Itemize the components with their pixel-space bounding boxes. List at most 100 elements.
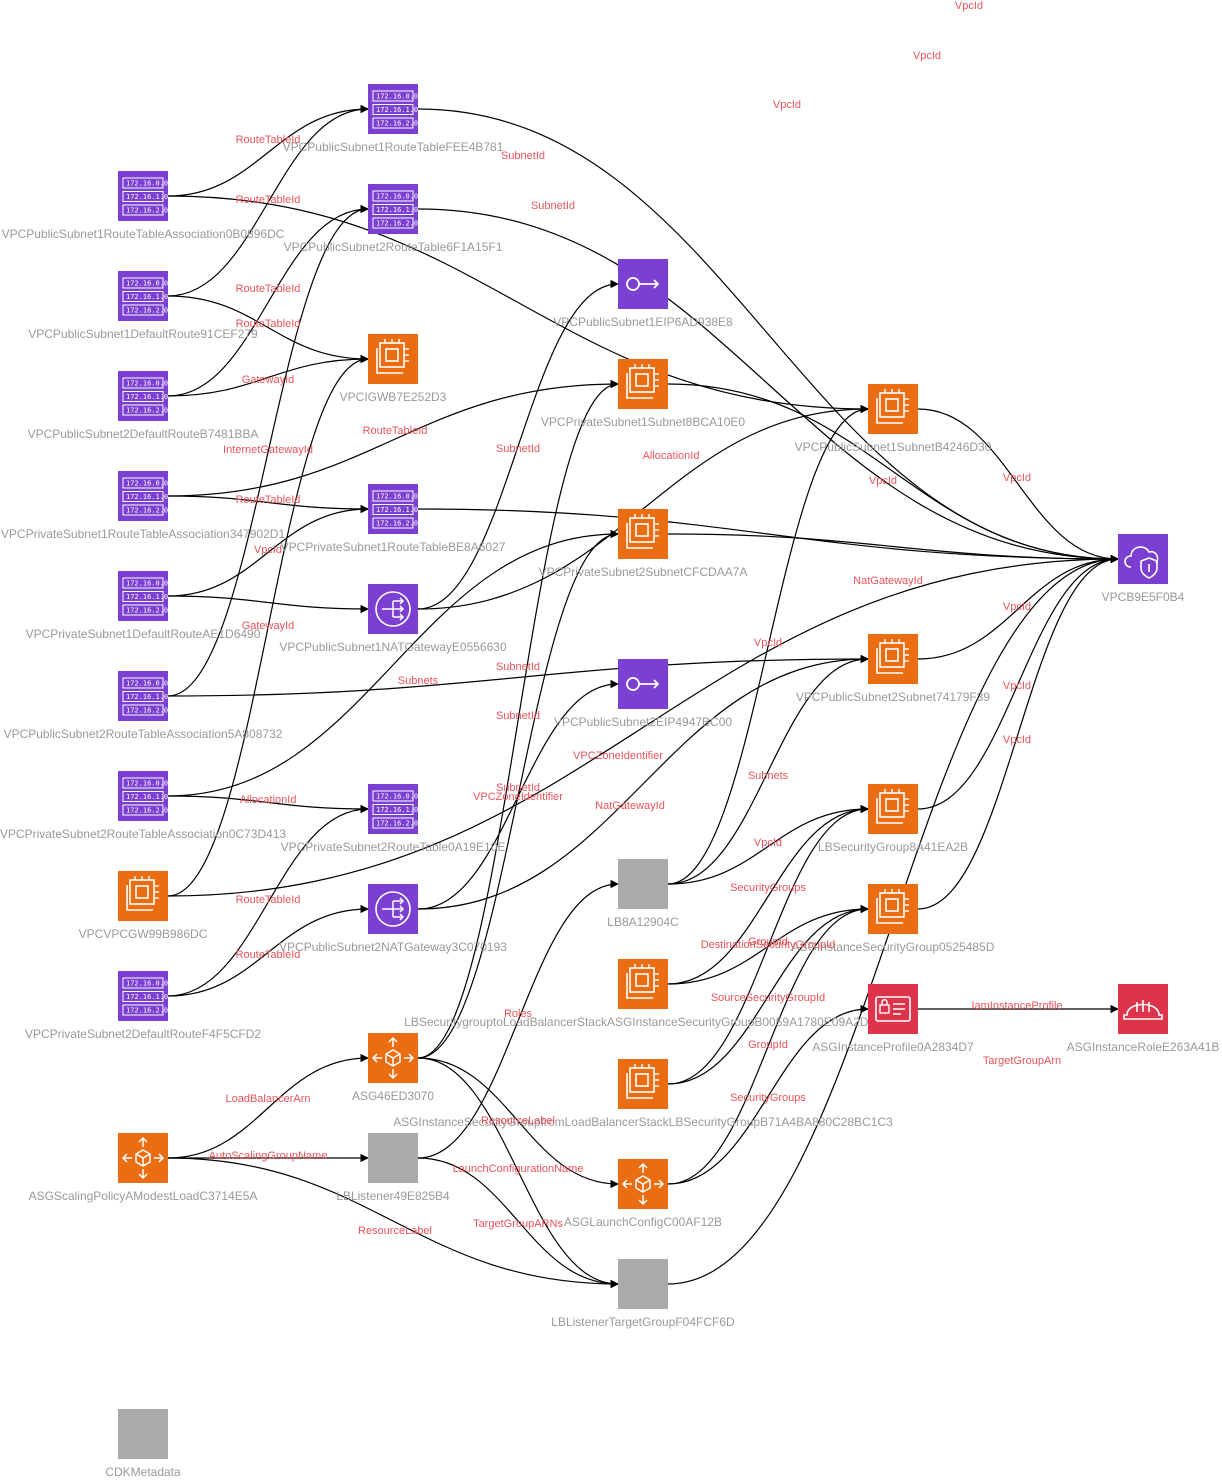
edge-label-layer: VpcIdVpcIdVpcIdRouteTableIdRouteTableIdS…	[209, 0, 1063, 1237]
resource-node[interactable]: LB8A12904C	[607, 859, 679, 929]
resource-node[interactable]: ASGLaunchConfigC00AF12B	[564, 1159, 722, 1229]
edge-label: Subnets	[748, 770, 789, 782]
resource-node[interactable]: 172.16.0.0172.16.1.0172.16.2.0VPCPrivate…	[281, 784, 506, 854]
resource-label: VPCVPCGW99B986DC	[79, 927, 208, 941]
resource-node[interactable]: CDKMetadata	[105, 1409, 181, 1479]
edge-label: IamInstanceProfile	[971, 1000, 1062, 1012]
resource-label: LBSecurityGroup8A41EA2B	[818, 840, 968, 854]
edge-arrow	[417, 1057, 619, 1189]
resource-node[interactable]: ASGInstanceProfile0A2834D7	[812, 984, 974, 1054]
resource-node[interactable]: LBSecuritygrouptoLoadBalancerStackASGIns…	[404, 959, 882, 1029]
resource-node[interactable]: VPCPrivateSubnet1Subnet8BCA10E0	[541, 359, 745, 429]
resource-node[interactable]: VPCPrivateSubnet2SubnetCFCDAA7A	[539, 509, 748, 579]
resource-node[interactable]: VPCPublicSubnet2Subnet74179F39	[796, 634, 990, 704]
generic-icon	[618, 859, 668, 909]
svg-text:172.16.2.0: 172.16.2.0	[126, 307, 168, 315]
resource-node[interactable]: LBSecurityGroup8A41EA2B	[818, 784, 968, 854]
edge-label: Subnets	[398, 675, 439, 687]
edge-arrow	[417, 654, 869, 910]
resource-label: VPCPublicSubnet1DefaultRoute91CEF279	[28, 327, 258, 341]
resource-node[interactable]: 172.16.0.0172.16.1.0172.16.2.0VPCPublicS…	[284, 184, 503, 254]
svg-text:172.16.1.0: 172.16.1.0	[126, 393, 168, 401]
svg-text:172.16.2.0: 172.16.2.0	[126, 1007, 168, 1015]
edge-arrow	[167, 595, 369, 614]
resource-node[interactable]: ASGInstanceSecurityGroup0525485D	[792, 884, 995, 954]
route-table-icon: 172.16.0.0 172.16.1.0 172.16.2.0	[118, 771, 168, 821]
resource-node[interactable]: 172.16.0.0172.16.1.0172.16.2.0VPCPrivate…	[1, 471, 286, 541]
edge-arrow	[667, 804, 869, 985]
resource-node[interactable]: VPCIGWB7E252D3	[340, 334, 447, 404]
edge-label: LaunchConfigurationName	[453, 1163, 584, 1175]
resource-node[interactable]: VPCPublicSubnet2EIP4947BC00	[554, 659, 732, 729]
resource-node[interactable]: VPCPublicSubnet2NATGateway3C070193	[279, 884, 507, 954]
edge-arrow	[167, 1053, 369, 1159]
resource-node[interactable]: ASG46ED3070	[352, 1033, 434, 1103]
nat-gateway-icon	[368, 584, 418, 634]
compute-icon	[618, 359, 668, 409]
edge-arrow	[167, 495, 369, 514]
resource-node[interactable]: VPCPublicSubnet1EIP6AD938E8	[553, 259, 733, 329]
resource-node[interactable]: 172.16.0.0172.16.1.0172.16.2.0VPCPrivate…	[0, 771, 286, 841]
resource-label: VPCPublicSubnet1NATGatewayE0556630	[279, 640, 507, 654]
resource-node[interactable]: VPCB9E5F0B4	[1102, 534, 1185, 604]
resource-node[interactable]: VPCVPCGW99B986DC	[79, 871, 208, 941]
resource-label: LBSecuritygrouptoLoadBalancerStackASGIns…	[404, 1015, 882, 1029]
svg-text:172.16.1.0: 172.16.1.0	[376, 806, 418, 814]
edge-arrow	[167, 104, 369, 297]
edge-layer	[167, 104, 1119, 1289]
resource-label: VPCPublicSubnet2RouteTableAssociation5A8…	[4, 727, 283, 741]
edge-arrow	[167, 195, 869, 414]
edge-arrow	[167, 295, 369, 364]
resource-node[interactable]: 172.16.0.0172.16.1.0172.16.2.0VPCPublicS…	[283, 84, 504, 154]
resource-node[interactable]: ASGInstanceSecurityGroupfromLoadBalancer…	[393, 1059, 893, 1129]
svg-text:172.16.2.0: 172.16.2.0	[126, 407, 168, 415]
svg-text:172.16.2.0: 172.16.2.0	[126, 507, 168, 515]
resource-node[interactable]: 172.16.0.0172.16.1.0172.16.2.0VPCPublicS…	[28, 371, 259, 441]
resource-node[interactable]: LBListenerTargetGroupF04FCF6D	[551, 1259, 735, 1329]
svg-text:172.16.1.0: 172.16.1.0	[126, 493, 168, 501]
svg-text:172.16.1.0: 172.16.1.0	[126, 293, 168, 301]
resource-node[interactable]: 172.16.0.0172.16.1.0172.16.2.0VPCPrivate…	[25, 971, 261, 1041]
resource-node[interactable]: VPCPublicSubnet1SubnetB4246D30	[795, 384, 992, 454]
svg-text:172.16.0.0: 172.16.0.0	[376, 793, 418, 801]
svg-text:172.16.0.0: 172.16.0.0	[126, 680, 168, 688]
edge-arrow	[667, 904, 869, 1185]
edge-label: GatewayId	[242, 374, 295, 386]
resource-node[interactable]: 172.16.0.0172.16.1.0172.16.2.0VPCPublicS…	[4, 671, 283, 741]
edge-arrow	[667, 533, 1119, 564]
edge-label: SubnetId	[496, 661, 540, 673]
resource-node[interactable]: LBListener49E825B4	[336, 1133, 450, 1203]
edge-arrow	[667, 1004, 869, 1185]
resource-node[interactable]: ASGScalingPolicyAModestLoadC3714E5A	[29, 1133, 258, 1203]
compute-icon	[618, 959, 668, 1009]
resource-node[interactable]: ASGInstanceRoleE263A41B	[1067, 984, 1220, 1054]
svg-text:172.16.1.0: 172.16.1.0	[376, 506, 418, 514]
resource-node[interactable]: 172.16.0.0172.16.1.0172.16.2.0VPCPublicS…	[2, 171, 285, 241]
svg-text:172.16.0.0: 172.16.0.0	[126, 580, 168, 588]
svg-text:172.16.1.0: 172.16.1.0	[376, 206, 418, 214]
edge-arrow	[417, 879, 619, 1159]
edge-arrow	[917, 554, 1119, 660]
edge-label: SecurityGroups	[730, 882, 806, 894]
svg-text:172.16.2.0: 172.16.2.0	[126, 807, 168, 815]
edge-arrow	[667, 383, 1119, 564]
generic-icon	[618, 1259, 668, 1309]
iam-role-icon	[1118, 984, 1168, 1034]
svg-text:172.16.0.0: 172.16.0.0	[126, 780, 168, 788]
edge-label: VpcId	[869, 475, 897, 487]
resource-label: VPCPrivateSubnet1DefaultRouteAE1D6490	[26, 627, 261, 641]
edge-label: ResourceLabel	[358, 1225, 432, 1237]
resource-label: VPCPrivateSubnet1RouteTableBE8A6027	[281, 540, 506, 554]
resource-node[interactable]: 172.16.0.0172.16.1.0172.16.2.0VPCPrivate…	[281, 484, 506, 554]
edge-arrow	[167, 904, 369, 997]
svg-text:172.16.0.0: 172.16.0.0	[126, 180, 168, 188]
svg-text:172.16.1.0: 172.16.1.0	[126, 793, 168, 801]
resource-node[interactable]: VPCPublicSubnet1NATGatewayE0556630	[279, 584, 507, 654]
resource-node[interactable]: 172.16.0.0172.16.1.0172.16.2.0VPCPublicS…	[28, 271, 258, 341]
resource-node[interactable]: 172.16.0.0172.16.1.0172.16.2.0VPCPrivate…	[26, 571, 261, 641]
edge-label: VpcId	[254, 544, 282, 556]
